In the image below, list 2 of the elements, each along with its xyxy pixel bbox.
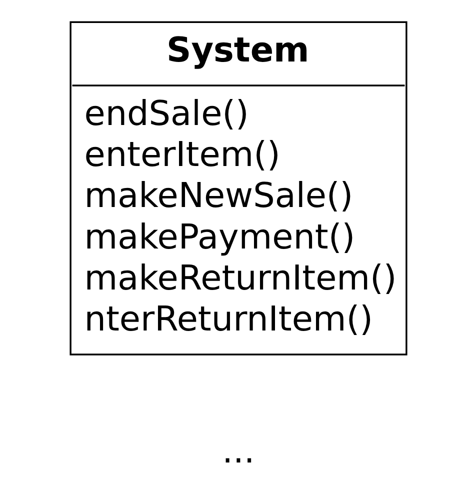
node-box: System endSale() enterItem() makeNewSale() makePayment() makeReturnItem() nterReturnItem() (69, 21, 407, 356)
label: ... (222, 431, 254, 472)
